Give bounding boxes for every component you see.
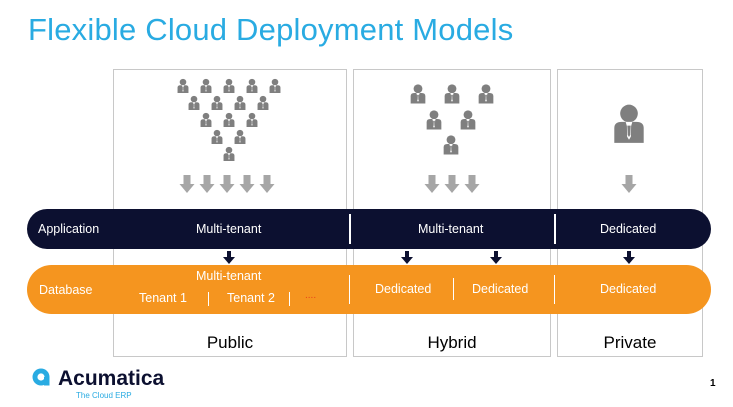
database-hybrid-value-2: Dedicated <box>472 282 529 296</box>
application-row-label: Application <box>38 222 100 236</box>
tenant-2-label: Tenant 2 <box>227 291 275 305</box>
database-row-label: Database <box>39 283 93 297</box>
database-bar: Database Multi-tenant Tenant 1 Tenant 2 … <box>27 265 711 314</box>
page-number: 1 <box>710 378 716 389</box>
application-private-value: Dedicated <box>600 222 657 236</box>
application-divider-1 <box>349 214 351 244</box>
tenant-more-label: .... <box>305 290 317 301</box>
application-divider-2 <box>554 214 556 244</box>
logo-tagline: The Cloud ERP <box>76 391 132 400</box>
column-label-private: Private <box>603 333 657 352</box>
database-divider-3 <box>554 275 555 304</box>
database-public-title: Multi-tenant <box>196 269 262 283</box>
tenant-divider-2 <box>289 292 290 306</box>
database-divider-1 <box>349 275 350 304</box>
database-private-value: Dedicated <box>600 282 657 296</box>
application-bar: Application Multi-tenant Multi-tenant De… <box>27 209 711 249</box>
application-public-value: Multi-tenant <box>196 222 262 236</box>
column-label-public: Public <box>206 333 254 352</box>
application-hybrid-value: Multi-tenant <box>418 222 484 236</box>
database-hybrid-value-1: Dedicated <box>375 282 432 296</box>
logo-name: Acumatica <box>58 367 165 390</box>
column-label-hybrid: Hybrid <box>427 333 477 352</box>
slide-title: Flexible Cloud Deployment Models <box>28 12 514 47</box>
tenant-1-label: Tenant 1 <box>139 291 187 305</box>
database-divider-2 <box>453 278 454 300</box>
tenant-divider-1 <box>208 292 209 306</box>
